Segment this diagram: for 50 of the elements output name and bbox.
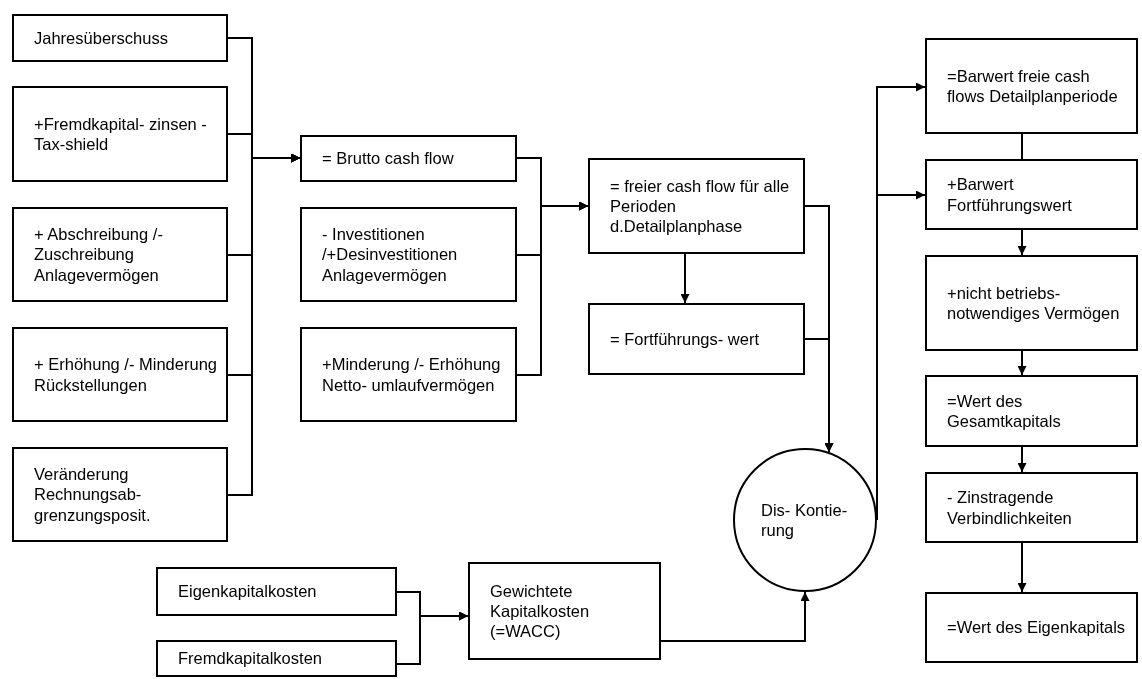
process-box (588, 158, 805, 254)
arrow (1017, 350, 1027, 376)
connector-line (1021, 133, 1023, 160)
box-text: +Fremdkapital- zinsen -Tax-shield (34, 113, 208, 155)
box-text: Dis- Kontie- rung (761, 499, 849, 541)
box-text: = Fortführungs- wert (610, 328, 759, 350)
process-box (925, 159, 1138, 230)
process-box (300, 207, 517, 302)
process-box (156, 567, 397, 616)
arrow (1017, 446, 1027, 473)
box-text: - Zinstragende Verbindlichkeiten (947, 487, 1073, 528)
process-box (12, 14, 228, 62)
process-box (300, 135, 517, 182)
box-text: Veränderung Rechnungsab- grenzungsposit. (34, 464, 152, 525)
process-box (468, 562, 661, 660)
arrow (660, 591, 810, 642)
box-text: - Investitionen /+Desinvestitionen Anlagevermögen (322, 224, 459, 285)
process-box (925, 255, 1138, 351)
process-box (12, 327, 228, 422)
box-text: =Wert des Eigenkapitals (947, 617, 1126, 638)
arrow (516, 201, 589, 376)
arrow (1017, 542, 1027, 593)
box-text: =Wert des Gesamtkapitals (947, 390, 1062, 432)
box-text: + Abschreibung /-Zuschreibung Anlagevermögen (34, 224, 164, 285)
arrow (680, 253, 690, 304)
process-box (925, 375, 1138, 447)
box-text: +Minderung /- Erhöhung Netto- umlaufvermögen (322, 354, 502, 395)
process-circle (733, 448, 877, 592)
process-box (12, 207, 228, 302)
box-text: Fremdkapitalkosten (178, 648, 322, 669)
box-text: Jahresüberschuss (34, 27, 168, 49)
box-text: Eigenkapitalkosten (178, 581, 317, 602)
process-box (588, 303, 805, 375)
process-box (156, 640, 397, 677)
box-text: +Barwert Fortführungswert (947, 174, 1073, 215)
box-text: Gewichtete Kapitalkosten (=WACC) (490, 580, 591, 642)
process-box (12, 447, 228, 542)
box-text: =Barwert freie cash flows Detailplanperiode (947, 65, 1119, 107)
box-text: +nicht betriebs- notwendiges Vermögen (947, 282, 1121, 324)
process-box (12, 86, 228, 182)
box-text: = Brutto cash flow (322, 148, 454, 169)
box-text: = freier cash flow für alle Perioden d.Detailplanphase (610, 175, 791, 237)
box-text: + Erhöhung /- Minderung Rückstellungen (34, 354, 218, 395)
process-box (300, 327, 517, 422)
process-box (925, 38, 1138, 134)
arrow (227, 153, 301, 496)
arrow (396, 611, 469, 665)
arrow (1017, 229, 1027, 256)
process-box (925, 472, 1138, 543)
process-box (925, 592, 1138, 663)
